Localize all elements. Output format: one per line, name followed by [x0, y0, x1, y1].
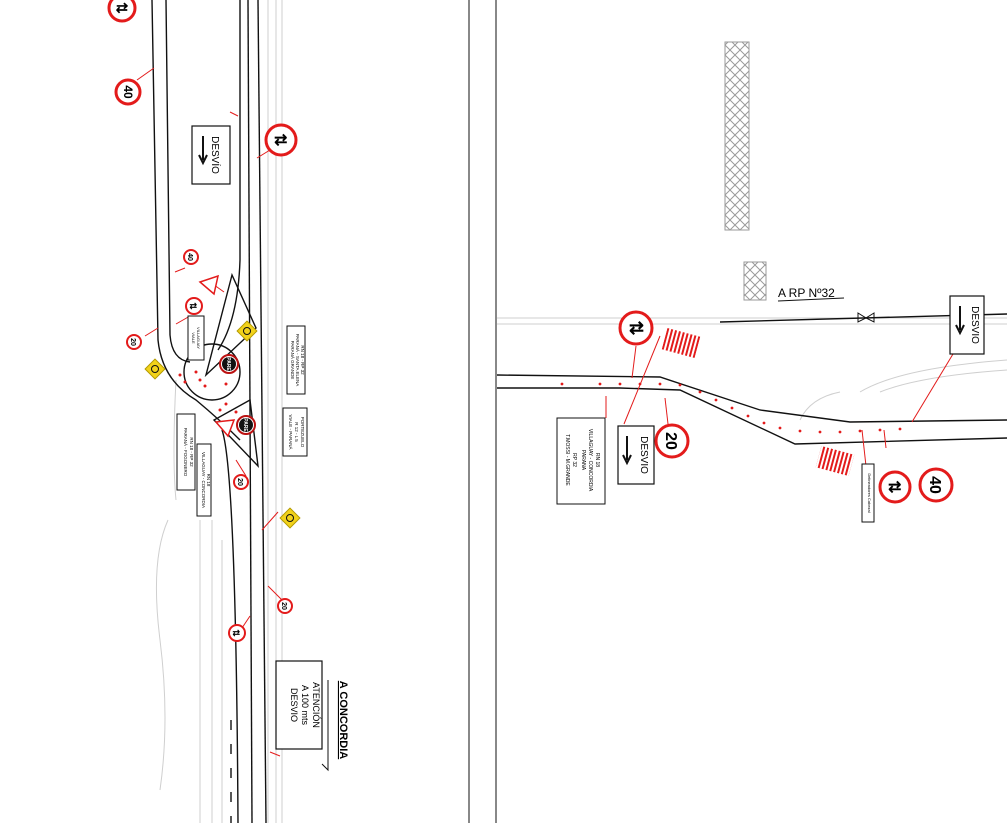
- speed-sign-20-left: 20: [126, 334, 142, 350]
- two-way-sign-mid-text: ⇅: [271, 133, 288, 146]
- desvio-sign-top-text: DESVIO: [969, 306, 980, 344]
- rn18-sign: RN 18 - RP 32 PARANÁ - SANTA ELENA PARAN…: [286, 325, 306, 395]
- hatched-strip: [724, 41, 750, 231]
- right-faint-lines: [497, 317, 1007, 421]
- pare-sign-2-text: PARE: [242, 418, 248, 432]
- pare-sign-1: PARE: [219, 354, 239, 374]
- info-sign-line-2: PARANA: [580, 450, 586, 471]
- info-sign: RN 18 VILLAGUAY - CONCORDIA PARANA RP 32…: [556, 417, 606, 505]
- red-barrier-1: [661, 327, 701, 359]
- speed-sign-20-right: 20: [654, 423, 690, 459]
- small-vertical-sign: VILLAGUAY VIALE: [187, 315, 205, 361]
- speed-sign-20-mid: 20: [233, 474, 249, 490]
- warning-roundabout-1: [236, 320, 258, 342]
- portezuelo-sign: PORTEZUELO R 12 - L 5 VIALE - PARANÁ: [282, 407, 308, 457]
- right-delineators: [560, 382, 902, 434]
- info-sign-line-1: VILLAGUAY - CONCORDIA: [587, 429, 593, 492]
- speed-sign-40-right-text: 40: [926, 476, 943, 494]
- speed-sign-20-mid-text: 20: [236, 478, 243, 486]
- small-vertical-sign-line-1: VIALE: [191, 332, 196, 344]
- arrow-down-icon-top: [955, 306, 965, 336]
- two-way-sign-right-2: ⇅: [878, 470, 912, 504]
- speed-sign-20-low: 20: [277, 598, 293, 614]
- speed-sign-40-small-text: 40: [186, 253, 193, 261]
- desvio-sign-bottom-text: DESVIO: [638, 436, 649, 474]
- arrow-down-icon: [198, 136, 208, 166]
- attention-sign-line-1: A 100 mts: [300, 685, 310, 726]
- speed-sign-40-right: 40: [918, 467, 954, 503]
- rn18-sign-line-1: PARANÁ - SANTA ELENA: [295, 334, 301, 387]
- rn18b-sign: RN 18 - RP 32 PARANÁ - FOGONERO: [176, 413, 196, 491]
- two-way-sign-top: ⇅: [107, 0, 137, 23]
- red-barrier-2: [815, 445, 855, 477]
- speed-sign-20-right-text: 20: [662, 432, 679, 450]
- desvio-sign-left-text: DESVÍO: [209, 136, 222, 174]
- pare-sign-2: PARE: [236, 415, 256, 435]
- rn18-sign-line-2: PARANÁ GRANDE: [290, 341, 296, 380]
- two-way-sign-small-2-text: ⇅: [231, 629, 241, 637]
- portezuelo-sign-line-1: R 12 - L 5: [294, 422, 299, 442]
- small-label-text: Delineadores Cabezal: [867, 473, 872, 512]
- speed-sign-40-small: 40: [183, 249, 199, 265]
- rp32-underline: [777, 297, 845, 302]
- left-faint-lines: [155, 0, 283, 823]
- rn18c-sign-line-1: VILLAGUAY - CONCORDIA: [201, 452, 206, 508]
- right-sheet: A RP Nº32 DESVIO DESVIO RN 18 VILLAGUAY …: [496, 41, 1007, 523]
- small-label-box: Delineadores Cabezal: [861, 463, 875, 523]
- pare-sign-1-text: PARE: [225, 357, 231, 371]
- speed-sign-40-top: 40: [114, 78, 142, 106]
- attention-sign: ATENCIÓN A 100 mts DESVIO: [275, 660, 323, 750]
- two-way-sign-small-1-text: ⇅: [188, 302, 198, 310]
- portezuelo-sign-line-0: PORTEZUELO: [300, 417, 305, 448]
- info-sign-line-4: T.MOSSI - M.GRANDE: [564, 434, 570, 486]
- two-way-sign-mid: ⇅: [264, 123, 298, 157]
- two-way-sign-right-2-text: ⇅: [885, 480, 902, 493]
- hatched-box-small: [743, 261, 767, 301]
- warning-roundabout-2: [144, 358, 166, 380]
- two-way-sign-top-text: ⇅: [114, 2, 130, 14]
- bowtie-icon: [857, 312, 875, 323]
- destination-arrow-icon: [321, 680, 329, 772]
- two-way-sign-small-1: ⇅: [185, 297, 203, 315]
- rn18c-sign: RN 18 VILLAGUAY - CONCORDIA: [196, 443, 212, 517]
- rn18c-sign-line-0: RN 18: [206, 474, 211, 487]
- two-way-sign-right-1-text: ⇅: [626, 320, 646, 335]
- desvio-sign-left: DESVÍO: [191, 125, 231, 185]
- two-way-sign-right-1: ⇅: [618, 310, 654, 346]
- portezuelo-sign-line-2: VIALE - PARANÁ: [288, 415, 294, 450]
- desvio-sign-bottom: DESVIO: [617, 425, 655, 485]
- rn18-sign-line-0: RN 18 - RP 32: [300, 345, 305, 375]
- destination-label: A CONCORDIA: [337, 681, 349, 759]
- desvio-sign-top: DESVIO: [949, 295, 985, 355]
- speed-sign-40-top-text: 40: [121, 85, 135, 99]
- rp32-label: A RP Nº32: [778, 286, 835, 300]
- left-sheet: 40 ⇅ ⇅ 40 ⇅ 20 20 20: [107, 0, 349, 823]
- small-vertical-sign-line-0: VILLAGUAY: [196, 327, 201, 349]
- rn18b-sign-line-1: PARANÁ - FOGONERO: [183, 428, 189, 477]
- yield-triangle-2: [214, 419, 236, 438]
- right-sign-poles: [605, 335, 954, 467]
- rn18b-sign-line-0: RN 18 - RP 32: [189, 437, 194, 467]
- warning-roundabout-3: [279, 507, 301, 529]
- info-sign-line-0: RN 18: [594, 453, 600, 467]
- roundabout-circle: [183, 343, 241, 401]
- attention-sign-line-0: ATENCIÓN: [311, 682, 321, 728]
- arrow-down-icon-bottom: [622, 436, 632, 466]
- left-road-edges: [151, 0, 267, 823]
- speed-sign-20-left-text: 20: [129, 338, 136, 346]
- attention-sign-line-2: DESVIO: [289, 688, 299, 722]
- yield-triangle-1: [198, 274, 220, 296]
- two-way-sign-small-2: ⇅: [228, 624, 246, 642]
- speed-sign-20-low-text: 20: [280, 602, 287, 610]
- info-sign-line-3: RP 32: [571, 453, 577, 467]
